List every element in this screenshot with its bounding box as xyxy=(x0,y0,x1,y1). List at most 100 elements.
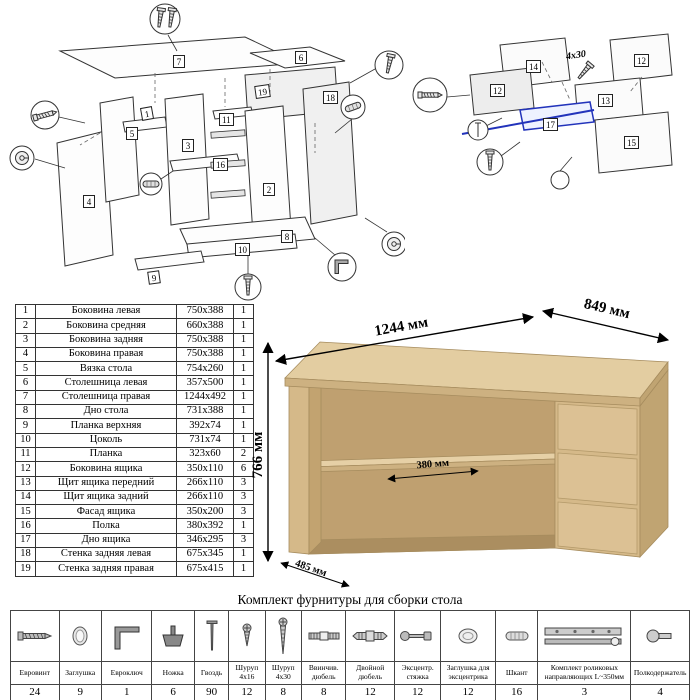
part-label-19: 19 xyxy=(254,84,271,99)
part-name: Дно стола xyxy=(35,404,177,420)
part-qty: 1 xyxy=(233,404,254,420)
part-number: 3 xyxy=(15,332,36,348)
desk-render-svg: 1244 мм 849 мм 766 мм 380 мм 485 мм xyxy=(252,296,670,588)
part-qty: 1 xyxy=(233,318,254,334)
part-number: 12 xyxy=(15,461,36,477)
confirmat-screw-icon xyxy=(10,610,60,662)
hardware-name: Полкодержатель xyxy=(630,661,690,685)
hardware-name: Шкант xyxy=(494,661,539,685)
exploded-view-desk-svg xyxy=(9,3,405,301)
part-label-2: 2 xyxy=(263,183,275,196)
part-label-13: 13 xyxy=(598,94,613,107)
height-dimension-label: 766 мм xyxy=(252,432,266,479)
hardware-qty: 12 xyxy=(440,684,496,700)
part-qty: 1 xyxy=(233,389,254,406)
wooden-dowel-icon xyxy=(494,610,539,662)
part-label-8: 8 xyxy=(281,230,293,243)
part-size: 750x388 xyxy=(176,332,234,348)
depth-dimension-arrow xyxy=(541,307,670,344)
screw-icon xyxy=(575,60,595,82)
parts-table-body: 1 Боковина левая 750x388 1 2 Боковина ср… xyxy=(15,303,254,577)
left-depth-dimension-arrow xyxy=(280,561,350,588)
part-size: 750x388 xyxy=(176,303,234,320)
drawer-slide-icon xyxy=(537,610,632,662)
hardware-name: Эксцентр. стяжка xyxy=(393,661,442,685)
nail-icon xyxy=(193,610,230,662)
cam-bolt-icon xyxy=(393,610,442,662)
left-depth-dimension-label: 485 мм xyxy=(294,558,328,579)
hardware-icons-row xyxy=(10,610,690,662)
callout-leader-lines xyxy=(34,34,388,274)
part-size: 350x110 xyxy=(176,461,234,477)
hardware-name: Шуруп 4x16 xyxy=(228,661,266,685)
hardware-qty: 8 xyxy=(300,684,347,700)
part-number: 5 xyxy=(15,361,36,377)
hardware-qty: 8 xyxy=(264,684,302,700)
hardware-name: Комплект роликовых направляющих L~350мм xyxy=(537,661,632,685)
exploded-view-drawer: 14 12 12 13 17 15 4x30 xyxy=(402,22,697,197)
parts-table-row: 5 Вязка стола 754x260 1 xyxy=(15,361,254,377)
cam-lock-icon xyxy=(15,151,29,165)
part-number: 2 xyxy=(15,318,36,334)
part-qty: 3 xyxy=(233,504,254,520)
hardware-name: Ножка xyxy=(151,661,195,685)
part-label-1: 1 xyxy=(139,106,155,121)
part-number: 1 xyxy=(15,303,36,320)
part-size: 731x388 xyxy=(176,404,234,420)
part-number: 15 xyxy=(15,504,36,520)
part-name: Столешница правая xyxy=(35,389,177,406)
part-qty: 1 xyxy=(233,432,254,448)
exploded-view-desk: 7 6 19 18 5 3 1 16 2 8 10 9 11 4 xyxy=(5,3,405,303)
hardware-name: Шуруп 4x30 xyxy=(264,661,302,685)
part-name: Цоколь xyxy=(35,432,177,448)
part-size: 675x345 xyxy=(176,547,234,563)
part-qty: 1 xyxy=(233,303,254,320)
part-qty: 1 xyxy=(233,361,254,377)
part-label-14: 14 xyxy=(526,60,541,73)
parts-table-row: 4 Боковина правая 750x388 1 xyxy=(15,346,254,363)
parts-table-row: 15 Фасад ящика 350x200 3 xyxy=(15,504,254,520)
desktop-right-edge xyxy=(639,360,669,408)
desk-3d-render: 1244 мм 849 мм 766 мм 380 мм 485 мм xyxy=(252,295,692,595)
hardware-qty: 12 xyxy=(228,684,266,700)
part-label-3: 3 xyxy=(182,139,194,152)
part-number: 7 xyxy=(15,389,36,406)
cap-icon xyxy=(58,610,102,662)
hardware-name: Евроключ xyxy=(100,661,153,685)
parts-table-row: 3 Боковина задняя 750x388 1 xyxy=(15,332,254,348)
parts-table-row: 19 Стенка задняя правая 675x415 1 xyxy=(15,561,254,577)
hardware-table: Евровинт Заглушка Евроключ Ножка Гвоздь … xyxy=(10,610,690,700)
shelf-dimension-arrow xyxy=(387,467,479,483)
part-size: 266x110 xyxy=(176,475,234,491)
hardware-qty: 6 xyxy=(151,684,195,700)
part-label-15: 15 xyxy=(624,136,639,149)
part-qty: 1 xyxy=(233,375,254,391)
part-name: Планка xyxy=(35,446,177,463)
hardware-qty: 16 xyxy=(494,684,539,700)
hardware-name: Ввинчив. дюбель xyxy=(300,661,347,685)
part-label-18: 18 xyxy=(323,91,338,104)
part-qty: 1 xyxy=(233,332,254,348)
assembly-guide-lines xyxy=(541,61,643,101)
parts-table: 1 Боковина левая 750x388 1 2 Боковина ср… xyxy=(15,303,254,577)
callout-leader-lines xyxy=(446,94,573,172)
left-side-panel xyxy=(288,385,310,555)
left-side-panel-edge xyxy=(308,375,322,555)
part-qty: 1 xyxy=(233,346,254,363)
part-label-12: 12 xyxy=(634,54,649,67)
part-name: Столешница левая xyxy=(35,375,177,391)
screw-large-icon xyxy=(264,610,302,662)
parts-table-row: 8 Дно стола 731x388 1 xyxy=(15,404,254,420)
hardware-qty: 90 xyxy=(193,684,230,700)
hardware-name: Двойной дюбель xyxy=(345,661,395,685)
parts-table-row: 16 Полка 380x392 1 xyxy=(15,518,254,534)
part-name: Боковина задняя xyxy=(35,332,177,348)
part-name: Стенка задняя правая xyxy=(35,561,177,577)
part-size: 675x415 xyxy=(176,561,234,577)
hardware-qty: 1 xyxy=(100,684,153,700)
fastener-callouts xyxy=(412,77,570,190)
callout-circle xyxy=(327,252,357,282)
part-qty: 6 xyxy=(233,461,254,477)
part-label-10: 10 xyxy=(235,243,250,256)
